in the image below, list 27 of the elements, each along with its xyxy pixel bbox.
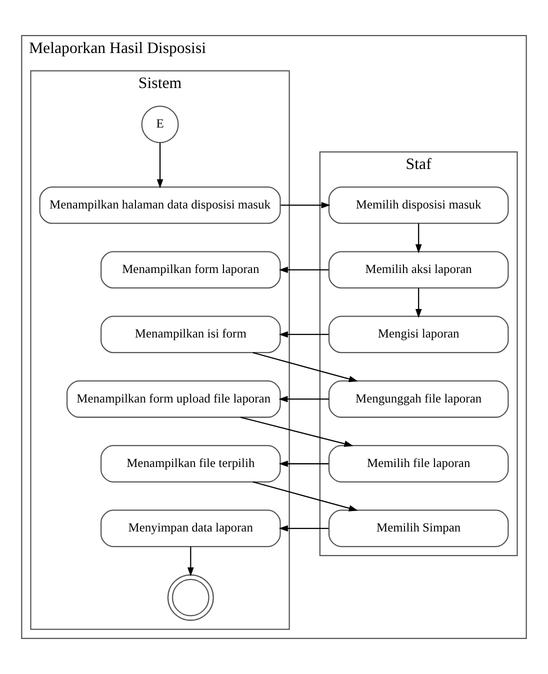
node-box: Mengunggah file laporan (328, 380, 509, 418)
arrow (278, 266, 329, 273)
node-box: Memilih aksi laporan (328, 251, 509, 289)
node-box: Menampilkan file terpilih (100, 445, 281, 482)
node-box: Menyimpan data laporan (100, 510, 281, 548)
arrow (278, 460, 329, 467)
node-circle (167, 574, 214, 621)
arrow (252, 352, 358, 382)
arrow (156, 142, 164, 188)
arrow (278, 525, 329, 532)
arrow (278, 331, 329, 338)
arrow (280, 202, 330, 208)
node-circle: E (141, 106, 179, 144)
node-box: Memilih disposisi masuk (328, 186, 509, 224)
node-box: Memilih file laporan (328, 445, 509, 482)
arrow (240, 416, 354, 447)
node-box: Mengisi laporan (328, 316, 509, 354)
arrow (278, 396, 329, 402)
node-box: Memilih Simpan (328, 510, 509, 548)
arrow (415, 288, 422, 318)
arrow (187, 546, 194, 576)
node-box: Menampilkan isi form (100, 316, 281, 354)
node-box: Menampilkan halaman data disposisi masuk (39, 186, 281, 224)
node-box: Menampilkan form upload file laporan (66, 380, 281, 418)
arrow (415, 223, 422, 254)
node-box: Menampilkan form laporan (100, 251, 281, 289)
arrow (252, 481, 358, 512)
